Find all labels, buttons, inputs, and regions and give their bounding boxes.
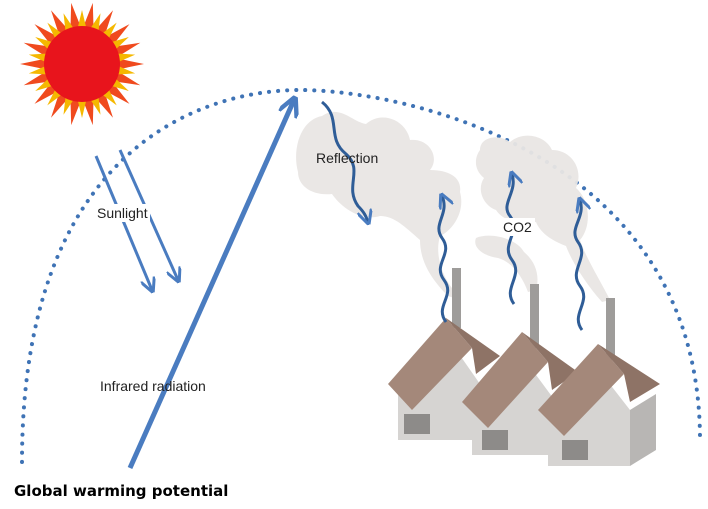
reflection-arrow bbox=[320, 100, 368, 222]
co2-arrow bbox=[573, 200, 584, 331]
factory-icon bbox=[388, 318, 660, 466]
chimney bbox=[530, 284, 539, 348]
sunlight-arrow bbox=[94, 155, 152, 290]
infrared-arrow bbox=[127, 100, 294, 470]
chimney bbox=[452, 268, 461, 328]
chimney bbox=[606, 298, 615, 360]
diagram-title: Global warming potential bbox=[14, 482, 229, 500]
sunlight-label: Sunlight bbox=[95, 204, 150, 222]
co2-label: CO2 bbox=[500, 218, 535, 236]
infrared-label: Infrared radiation bbox=[100, 378, 206, 394]
co2-arrow bbox=[505, 174, 516, 305]
sun-icon bbox=[20, 2, 144, 126]
atmosphere-boundary bbox=[20, 87, 702, 464]
reflection-label: Reflection bbox=[316, 150, 379, 166]
co2-arrow bbox=[437, 196, 448, 323]
